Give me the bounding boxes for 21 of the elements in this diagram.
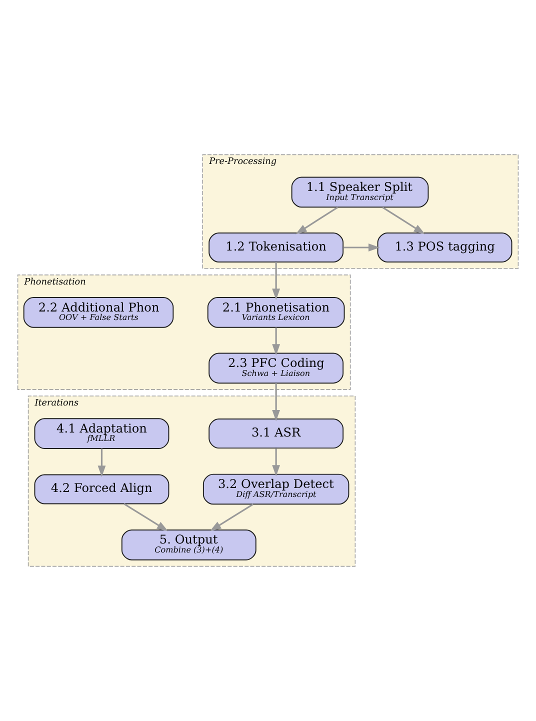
node-box: 1.1 Speaker Split Input Transcript xyxy=(291,176,429,208)
arrow xyxy=(210,504,254,532)
arrow xyxy=(98,448,106,477)
node-box: 3.2 Overlap Detect Diff ASR/Transcript xyxy=(202,474,350,505)
arrow xyxy=(272,262,280,300)
node-box: 2.2 Additional Phon OOV + False Starts xyxy=(23,297,174,328)
node-box: 1.2 Tokenisation xyxy=(208,232,344,263)
node-box: 4.2 Forced Align xyxy=(34,474,170,504)
node-box: 2.3 PFC Coding Schwa + Liaison xyxy=(208,352,344,384)
arrow xyxy=(296,206,338,234)
arrow xyxy=(382,206,426,234)
arrow xyxy=(343,244,380,252)
node-box: 2.1 Phonetisation Variants Lexicon xyxy=(207,297,345,328)
node-box: 4.1 Adaptation fMLLR xyxy=(34,418,170,449)
arrow xyxy=(124,503,168,532)
node-box: 3.1 ASR xyxy=(208,418,344,449)
arrow xyxy=(272,383,280,422)
arrow xyxy=(272,448,280,476)
arrow xyxy=(272,328,280,356)
node-box: 1.3 POS tagging xyxy=(377,232,512,263)
node-box: 5. Output Combine (3)+(4) xyxy=(121,530,256,560)
